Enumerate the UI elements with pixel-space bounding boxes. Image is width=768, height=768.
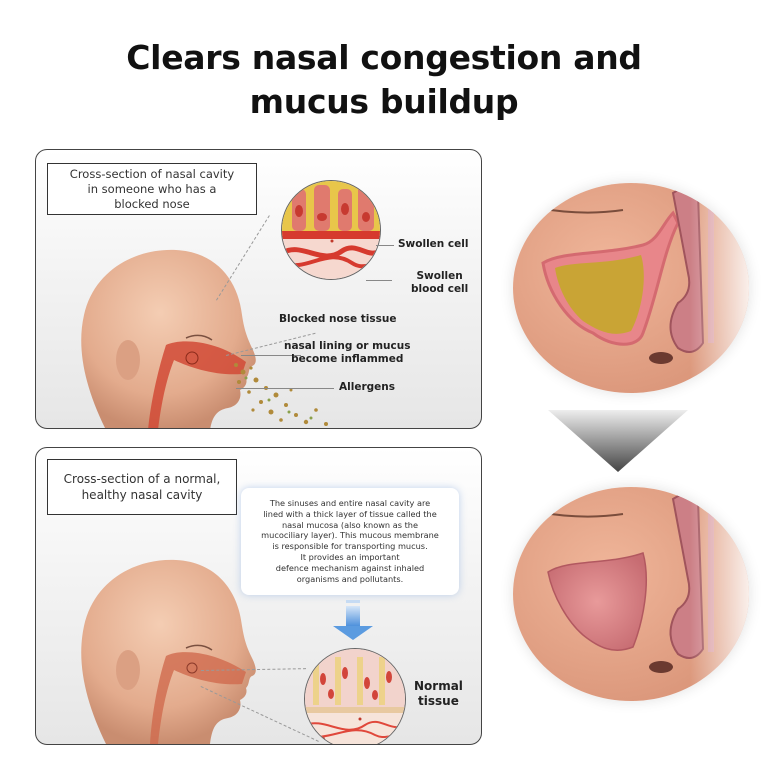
- label-swollen-blood-cell: Swollen blood cell: [411, 270, 468, 296]
- blocked-caption-box: Cross-section of nasal cavity in someone…: [47, 163, 257, 215]
- info-line: mucociliary layer). This mucous membrane: [261, 530, 439, 541]
- blue-down-arrow-icon: [333, 600, 373, 640]
- label-line: become inflammed: [291, 353, 404, 365]
- page-title: Clears nasal congestion and mucus buildu…: [0, 36, 768, 124]
- head-profile-illustration: [81, 249, 256, 428]
- title-line-2: mucus buildup: [249, 82, 519, 121]
- label-line: blood cell: [411, 283, 469, 295]
- label-line: Normal: [414, 679, 463, 693]
- head-profile-illustration: [81, 559, 256, 744]
- normal-nose-panel: Cross-section of a normal, healthy nasal…: [35, 447, 482, 745]
- caption-line: blocked nose: [114, 196, 190, 211]
- label-normal-tissue: Normal tissue: [414, 679, 463, 709]
- leader-line: [236, 388, 334, 389]
- leader-line: [241, 355, 301, 356]
- label-allergens: Allergens: [339, 381, 395, 393]
- info-line: lined with a thick layer of tissue calle…: [263, 508, 437, 519]
- allergen-particles: [234, 363, 328, 426]
- sinus-blocked-image: [513, 183, 749, 393]
- label-inflamed-lining: nasal lining or mucus become inflammed: [284, 340, 410, 366]
- blocked-nose-panel: Cross-section of nasal cavity in someone…: [35, 149, 482, 429]
- leader-line: [366, 280, 392, 281]
- caption-line: healthy nasal cavity: [81, 488, 203, 502]
- normal-caption-box: Cross-section of a normal, healthy nasal…: [47, 459, 237, 515]
- caption-line: in someone who has a: [87, 181, 217, 196]
- title-line-1: Clears nasal congestion and: [126, 38, 642, 77]
- swollen-tissue-magnified: [281, 180, 381, 280]
- label-line: nasal lining or mucus: [284, 340, 411, 352]
- normal-tissue-magnified: [304, 648, 406, 744]
- label-swollen-cell: Swollen cell: [398, 238, 469, 250]
- label-line: tissue: [418, 694, 459, 708]
- down-triangle-arrow-icon: [548, 410, 688, 472]
- nasal-mucosa-info-box: The sinuses and entire nasal cavity are …: [241, 488, 459, 595]
- info-line: defence mechanism against inhaled: [275, 562, 425, 573]
- caption-line: Cross-section of nasal cavity: [69, 166, 235, 181]
- info-line: The sinuses and entire nasal cavity are: [269, 498, 431, 508]
- info-line: It provides an important: [300, 551, 400, 562]
- label-blocked-nose-tissue: Blocked nose tissue: [279, 313, 397, 325]
- info-line: organisms and pollutants.: [296, 573, 404, 584]
- caption-line: Cross-section of a normal,: [63, 472, 221, 486]
- leader-line: [376, 245, 394, 246]
- info-line: is responsible for transporting mucus.: [272, 541, 428, 552]
- info-line: nasal mucosa (also known as the: [281, 519, 419, 530]
- sinus-clear-image: [513, 487, 749, 701]
- label-line: Swollen: [416, 270, 463, 282]
